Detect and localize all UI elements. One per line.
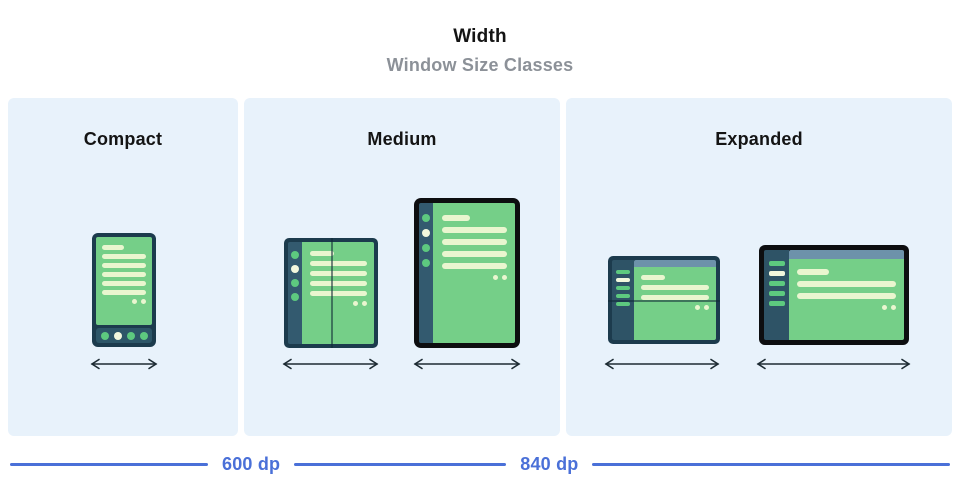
axis-line-segment — [10, 462, 208, 466]
text-line — [102, 290, 146, 295]
action-dots — [442, 275, 507, 280]
nav-dot-icon — [291, 293, 299, 301]
page-title: Width — [453, 26, 507, 47]
sidebar-item-line — [616, 302, 630, 306]
breakpoint-label-840: 840 dp — [520, 453, 579, 474]
nav-dot-icon — [422, 259, 430, 267]
text-line — [442, 251, 507, 257]
text-line — [310, 251, 334, 256]
dot-icon — [353, 301, 358, 306]
nav-rail — [288, 242, 302, 344]
foldable-open-illustration — [284, 238, 378, 348]
text-line — [102, 254, 146, 259]
sidebar-item-line — [616, 270, 630, 274]
nav-dot-icon — [139, 331, 148, 340]
nav-dot-icon — [291, 251, 299, 259]
panel-medium: Medium — [244, 98, 560, 436]
dot-icon — [132, 299, 137, 304]
text-line — [641, 295, 709, 300]
text-line — [442, 227, 507, 233]
sidebar-item-line — [768, 301, 785, 306]
axis-line-segment — [592, 462, 950, 466]
size-class-panels: Compact — [8, 98, 952, 436]
text-line — [102, 281, 146, 286]
width-arrow-icon — [413, 357, 521, 371]
panel-title-medium: Medium — [367, 129, 437, 149]
dot-icon — [882, 305, 887, 310]
nav-dot-icon — [291, 279, 299, 287]
action-dots — [102, 299, 146, 304]
panel-compact: Compact — [8, 98, 238, 436]
fold-crease — [608, 300, 720, 302]
dot-icon — [695, 305, 700, 310]
action-dots — [641, 305, 709, 310]
text-line — [442, 215, 470, 221]
text-line — [641, 275, 665, 280]
page-subtitle: Window Size Classes — [386, 55, 574, 75]
foldable-landscape-illustration — [608, 256, 720, 344]
text-line — [310, 291, 367, 296]
nav-rail — [419, 203, 433, 343]
text-line — [102, 245, 124, 250]
axis-line-segment — [294, 462, 507, 466]
text-line — [310, 271, 367, 276]
content-area — [634, 267, 716, 340]
dot-icon — [704, 305, 709, 310]
action-dots — [310, 301, 367, 306]
sidebar-item-line — [768, 261, 785, 266]
text-line — [797, 269, 829, 275]
fold-crease — [331, 238, 333, 348]
text-line — [102, 272, 146, 277]
dot-icon — [141, 299, 146, 304]
content-area — [789, 259, 904, 340]
sidebar-item-line — [768, 291, 785, 296]
text-line — [310, 261, 367, 266]
nav-dot-active-icon — [422, 229, 430, 237]
phone-screen — [96, 237, 152, 325]
top-app-bar — [634, 260, 716, 267]
sidebar — [764, 250, 789, 340]
dot-icon — [362, 301, 367, 306]
sidebar-item-line — [616, 286, 630, 290]
sidebar-item-line-active — [768, 271, 785, 276]
breakpoint-label-600: 600 dp — [222, 453, 281, 474]
text-line — [442, 263, 507, 269]
dot-icon — [891, 305, 896, 310]
foldable-screen — [302, 242, 374, 344]
action-dots — [797, 305, 896, 310]
text-line — [797, 293, 896, 299]
width-arrow-icon — [604, 357, 720, 371]
sidebar-item-line-active — [616, 278, 630, 282]
nav-dot-icon — [100, 331, 109, 340]
width-arrow-icon — [90, 357, 158, 371]
tablet-portrait-illustration — [414, 198, 520, 348]
nav-dot-icon — [422, 214, 430, 222]
breakpoint-axis: 600 dp 840 dp — [10, 453, 950, 474]
panel-title-compact: Compact — [83, 129, 163, 149]
phone-illustration — [92, 233, 156, 347]
panel-title-expanded: Expanded — [715, 129, 803, 149]
top-app-bar — [789, 250, 904, 259]
tablet-screen — [433, 203, 515, 343]
nav-dot-icon — [422, 244, 430, 252]
phone-nav-bar — [96, 328, 152, 343]
text-line — [102, 263, 146, 268]
dot-icon — [502, 275, 507, 280]
text-line — [442, 239, 507, 245]
nav-dot-active-icon — [291, 265, 299, 273]
large-tablet-illustration — [759, 245, 909, 345]
sidebar-item-line — [768, 281, 785, 286]
dot-icon — [493, 275, 498, 280]
text-line — [310, 281, 367, 286]
width-arrow-icon — [756, 357, 911, 371]
nav-dot-active-icon — [113, 331, 122, 340]
sidebar-item-line — [616, 294, 630, 298]
panel-expanded: Expanded — [566, 98, 952, 436]
width-arrow-icon — [282, 357, 379, 371]
nav-dot-icon — [126, 331, 135, 340]
text-line — [641, 285, 709, 290]
text-line — [797, 281, 896, 287]
